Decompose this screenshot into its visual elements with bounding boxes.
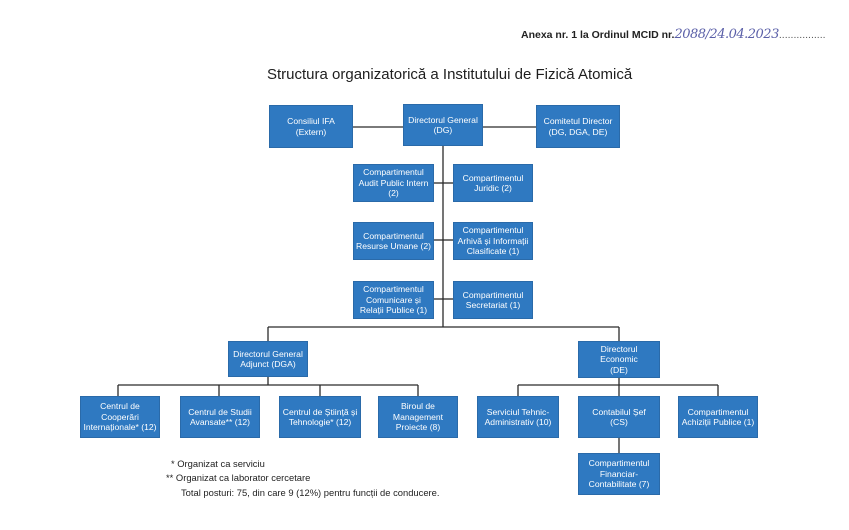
- chart-title: Structura organizatorică a Institutului …: [267, 66, 633, 83]
- note-total-posturi: Total posturi: 75, din care 9 (12%) pent…: [181, 487, 440, 498]
- box-juridic: Compartimentul Juridic (2): [453, 164, 533, 202]
- box-director-economic: Directorul Economic (DE): [578, 341, 660, 378]
- box-centrul-cooperari: Centrul de Cooperări Internaționale* (12…: [80, 396, 160, 438]
- note-laborator: ** Organizat ca laborator cercetare: [166, 472, 311, 483]
- box-director-general-adjunct: Directorul General Adjunct (DGA): [228, 341, 308, 377]
- box-resurse-umane: Compartimentul Resurse Umane (2): [353, 222, 434, 260]
- annex-label: Anexa nr. 1 la Ordinul MCID nr.: [521, 29, 675, 41]
- box-audit-public-intern: Compartimentul Audit Public Intern (2): [353, 164, 434, 202]
- box-contabilul-sef: Contabilul Șef (CS): [578, 396, 660, 438]
- note-serviciu: * Organizat ca serviciu: [171, 458, 265, 469]
- box-achizitii-publice: Compartimentul Achiziții Publice (1): [678, 396, 758, 438]
- box-comitetul-director: Comitetul Director (DG, DGA, DE): [536, 105, 620, 148]
- box-financiar-contabilitate: Compartimentul Financiar- Contabilitate …: [578, 453, 660, 495]
- box-consiliul-ifa: Consiliul IFA (Extern): [269, 105, 353, 148]
- box-secretariat: Compartimentul Secretariat (1): [453, 281, 533, 319]
- box-arhiva-informatii: Compartimentul Arhivă și Informații Clas…: [453, 222, 533, 260]
- box-serviciul-tehnic-administrativ: Serviciul Tehnic- Administrativ (10): [477, 396, 559, 438]
- annex-dots: ................: [778, 29, 826, 41]
- annex-reference: Anexa nr. 1 la Ordinul MCID nr.2088/24.0…: [521, 27, 826, 42]
- box-directorul-general: Directorul General (DG): [403, 104, 483, 146]
- box-centrul-stiinta-tehnologie: Centrul de Știință și Tehnologie* (12): [279, 396, 361, 438]
- handwritten-order-number: 2088/24.04.2023: [674, 27, 779, 42]
- box-comunicare-relatii-publice: Compartimentul Comunicare și Relații Pub…: [353, 281, 434, 319]
- box-biroul-management-proiecte: Biroul de Management Proiecte (8): [378, 396, 458, 438]
- box-centrul-studii-avansate: Centrul de Studii Avansate** (12): [180, 396, 260, 438]
